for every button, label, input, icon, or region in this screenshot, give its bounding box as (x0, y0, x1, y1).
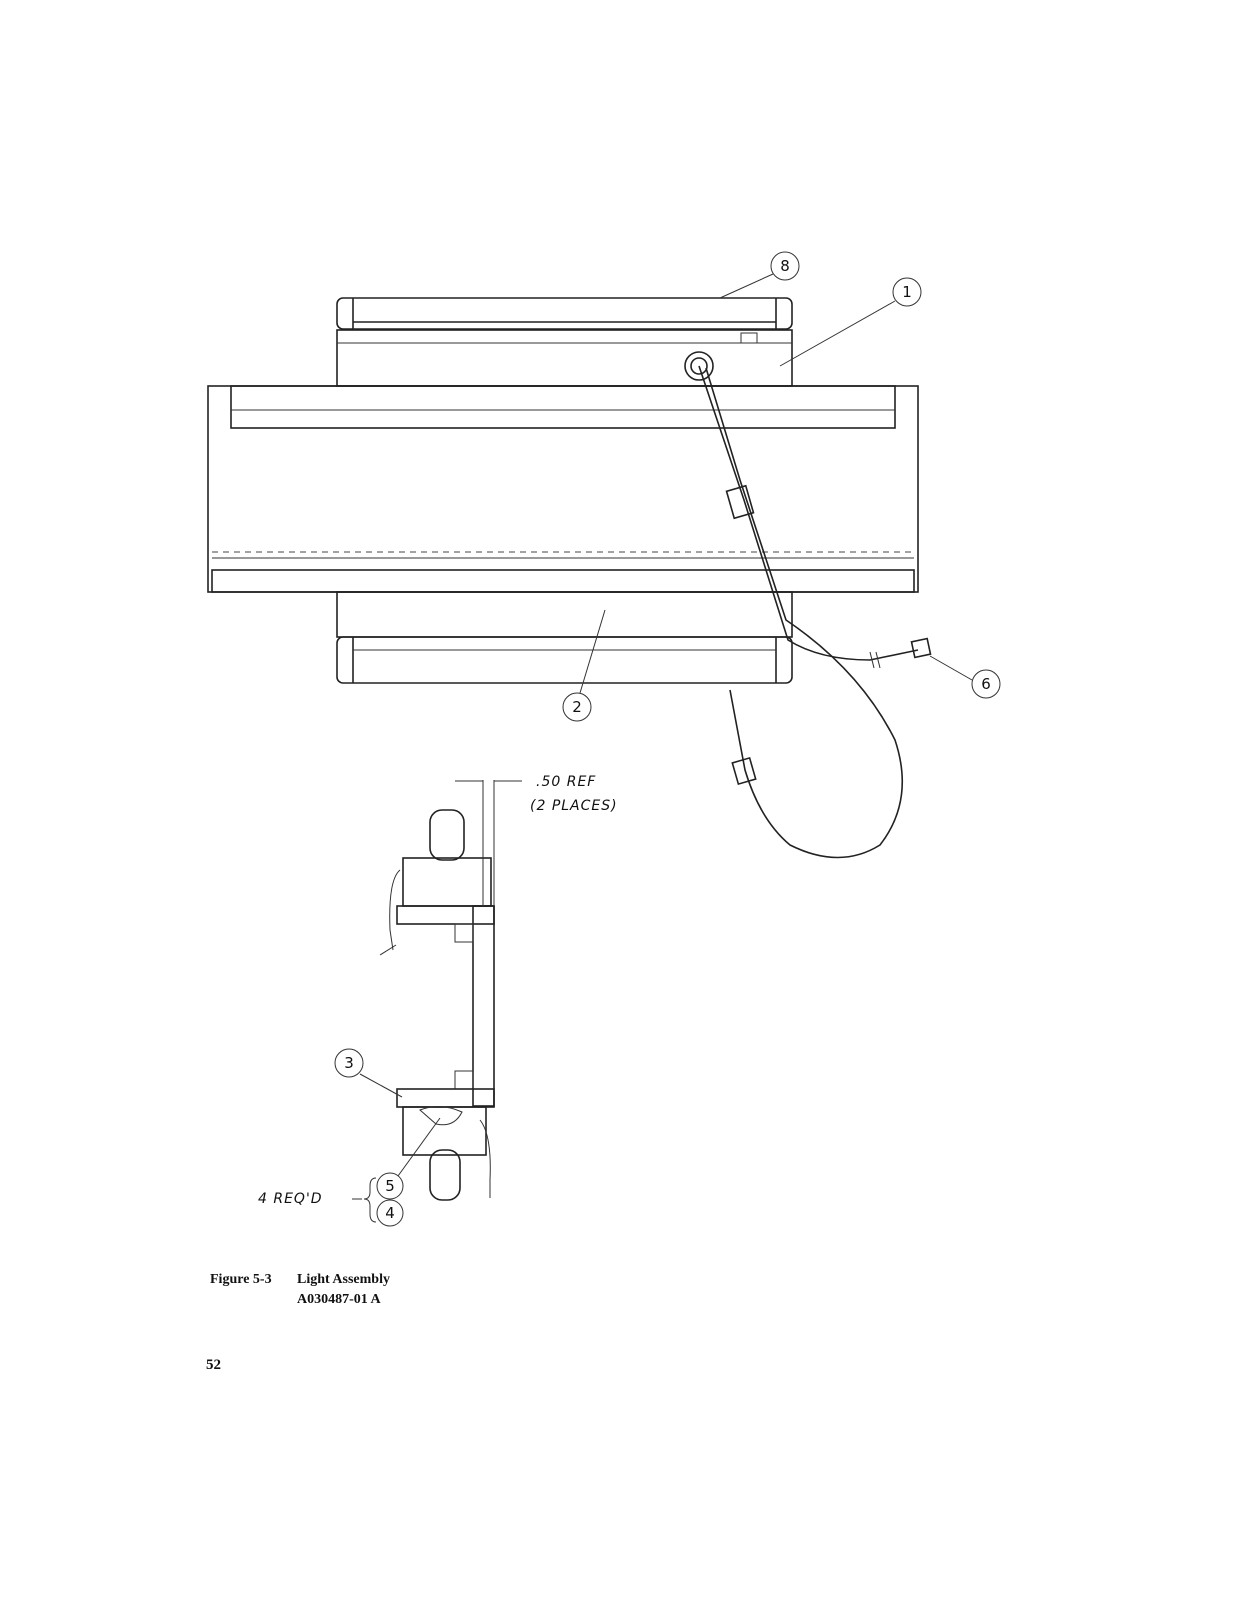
figure-label: Figure 5-3 (210, 1272, 272, 1287)
svg-text:4: 4 (385, 1204, 395, 1222)
svg-text:3: 3 (344, 1054, 354, 1072)
callout-3: 3 (334, 1048, 403, 1098)
bottom-lamp-tube (336, 636, 793, 684)
upper-lamp-holder (336, 329, 793, 387)
qty-note-label: 4 REQ'D (258, 1191, 323, 1207)
callout-1: 1 (779, 277, 922, 367)
qty-brace (352, 1177, 377, 1223)
figure-title: Light Assembly (297, 1272, 390, 1287)
callout-8: 8 (719, 251, 800, 299)
svg-text:2: 2 (572, 698, 582, 716)
svg-text:8: 8 (780, 257, 790, 275)
callout-2: 2 (562, 609, 606, 722)
svg-text:6: 6 (981, 675, 991, 693)
svg-text:5: 5 (385, 1177, 395, 1195)
top-lamp-tube (336, 297, 793, 330)
ref-places-label: (2 PLACES) (530, 798, 618, 814)
page-number: 52 (206, 1357, 221, 1373)
svg-text:1: 1 (902, 283, 912, 301)
ref-dimension-label: .50 REF (536, 774, 596, 790)
callout-5: 5 (376, 1117, 441, 1200)
power-cord (684, 351, 932, 859)
reflector-housing (207, 385, 919, 593)
lower-lamp-holder (336, 591, 793, 638)
callout-4: 4 (376, 1199, 404, 1227)
drawing-number: A030487-01 A (297, 1292, 381, 1307)
callout-6: 6 (929, 655, 1001, 699)
socket-detail (379, 780, 522, 1201)
